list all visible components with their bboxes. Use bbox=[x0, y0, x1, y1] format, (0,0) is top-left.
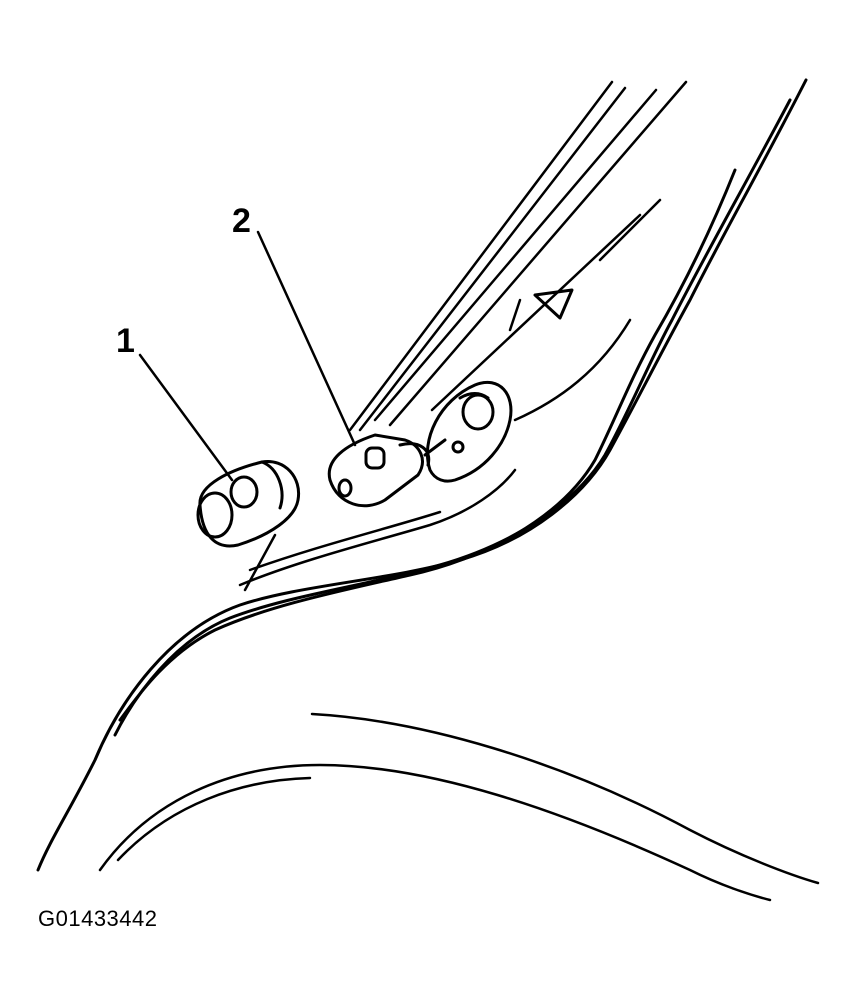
leader-lines bbox=[138, 230, 357, 482]
leader-line-1 bbox=[138, 353, 234, 482]
callout-1-label: 1 bbox=[116, 322, 135, 360]
triangle-marker bbox=[533, 288, 574, 320]
outer-body-edge bbox=[36, 78, 808, 872]
mounting-plate bbox=[425, 381, 513, 483]
body-shoulder-lines bbox=[238, 298, 632, 592]
callout-2-label: 2 bbox=[232, 202, 251, 240]
component-1-plug bbox=[196, 460, 301, 548]
component-2-bracket bbox=[327, 433, 447, 508]
leader-line-2 bbox=[256, 230, 357, 447]
pillar-trim-lines bbox=[348, 80, 688, 432]
lower-cowl-curves bbox=[98, 712, 820, 902]
figure-code: G01433442 bbox=[38, 906, 158, 931]
